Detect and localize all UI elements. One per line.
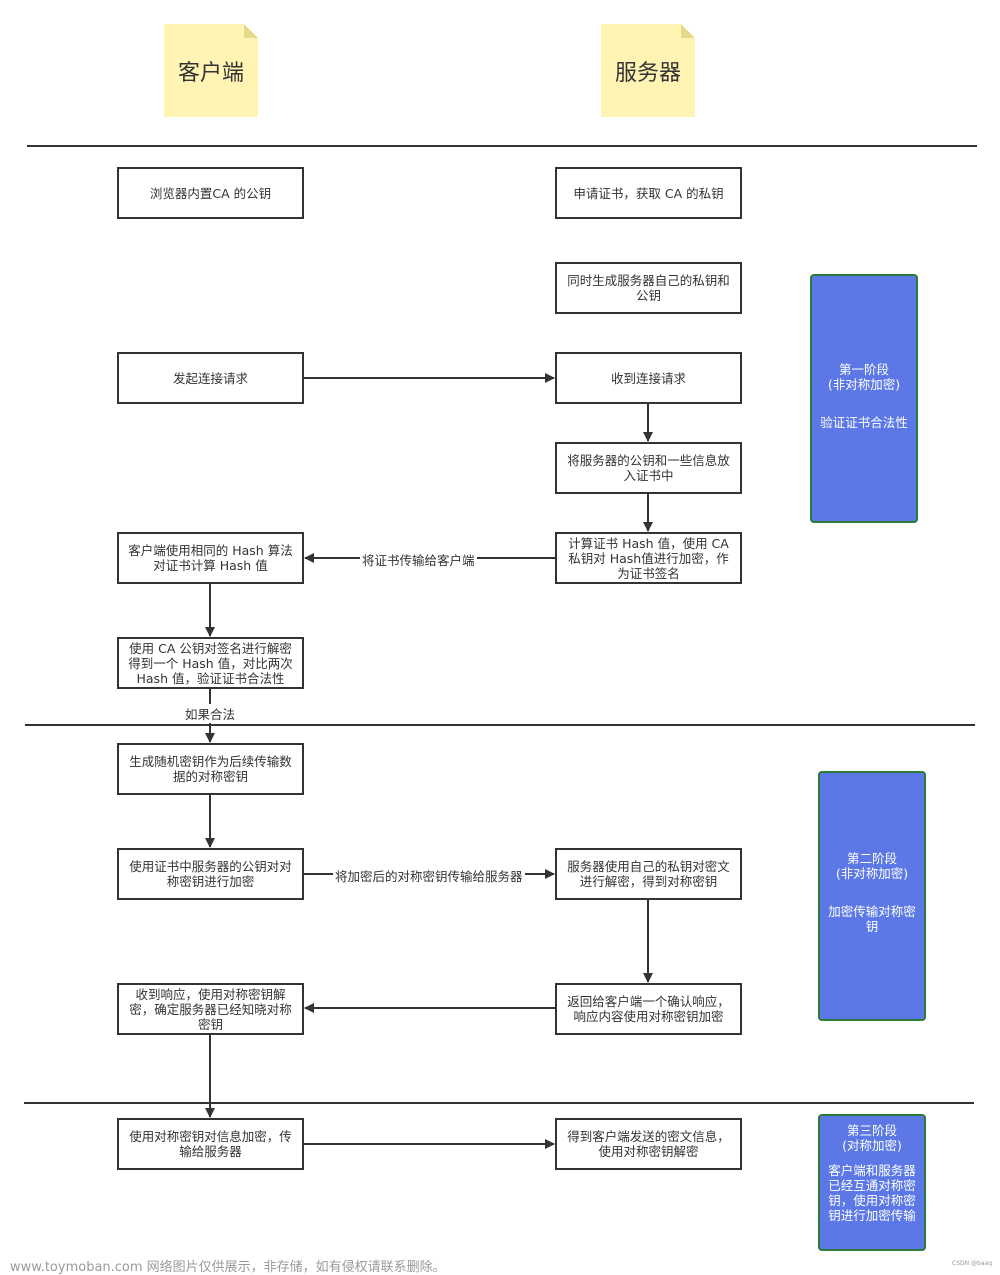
watermark-text: www.toymoban.com 网络图片仅供展示，非存储，如有侵权请联系删除。 bbox=[10, 1260, 446, 1275]
stage-3-title: 第三阶段 (对称加密) bbox=[842, 1123, 902, 1153]
client-step-connect-request: 发起连接请求 bbox=[117, 352, 304, 404]
client-step-receive-response: 收到响应，使用对称密钥解 密，确定服务器已经知晓对称 密钥 bbox=[117, 983, 304, 1035]
client-step-compute-hash: 客户端使用相同的 Hash 算法 对证书计算 Hash 值 bbox=[117, 532, 304, 584]
stage-1-panel: 第一阶段 (非对称加密) 验证证书合法性 bbox=[810, 274, 918, 523]
client-step-verify-cert: 使用 CA 公钥对签名进行解密 得到一个 Hash 值，对比两次 Hash 值，… bbox=[117, 637, 304, 689]
server-step-get-ca-key: 申请证书，获取 CA 的私钥 bbox=[555, 167, 742, 219]
divider-stage3 bbox=[24, 1102, 974, 1104]
client-step-encrypt-key: 使用证书中服务器的公钥对对 称密钥进行加密 bbox=[117, 848, 304, 900]
stage-1-title: 第一阶段 (非对称加密) bbox=[827, 362, 901, 392]
stage-3-desc: 客户端和服务器 已经互通对称密 钥，使用对称密 钥进行加密传输 bbox=[828, 1163, 916, 1223]
client-lane-header: 客户端 bbox=[164, 24, 258, 117]
server-step-generate-keys: 同时生成服务器自己的私钥和 公钥 bbox=[555, 262, 742, 314]
stage-3-panel: 第三阶段 (对称加密) 客户端和服务器 已经互通对称密 钥，使用对称密 钥进行加… bbox=[818, 1114, 926, 1251]
server-step-receive-request: 收到连接请求 bbox=[555, 352, 742, 404]
client-lane-label: 客户端 bbox=[177, 60, 244, 86]
stage-2-panel: 第二阶段 (非对称加密) 加密传输对称密 钥 bbox=[818, 771, 926, 1021]
server-step-send-ack: 返回给客户端一个确认响应， 响应内容使用对称密钥加密 bbox=[555, 983, 742, 1035]
server-step-decrypt-message: 得到客户端发送的密文信息， 使用对称密钥解密 bbox=[555, 1118, 742, 1170]
server-step-put-in-cert: 将服务器的公钥和一些信息放 入证书中 bbox=[555, 442, 742, 494]
edge-label-send-key: 将加密后的对称密钥传输给服务器 bbox=[333, 866, 525, 885]
watermark-small: CSDN @baaq bbox=[952, 1260, 992, 1267]
server-step-decrypt-key: 服务器使用自己的私钥对密文 进行解密，得到对称密钥 bbox=[555, 848, 742, 900]
stage-1-desc: 验证证书合法性 bbox=[820, 415, 908, 430]
client-step-builtin-ca-key: 浏览器内置CA 的公钥 bbox=[117, 167, 304, 219]
edge-label-if-valid: 如果合法 bbox=[183, 704, 238, 723]
client-step-encrypt-message: 使用对称密钥对信息加密，传 输给服务器 bbox=[117, 1118, 304, 1170]
divider-stage2 bbox=[25, 724, 975, 726]
server-step-sign-cert: 计算证书 Hash 值，使用 CA 私钥对 Hash值进行加密，作 为证书签名 bbox=[555, 532, 742, 584]
stage-2-title: 第二阶段 (非对称加密) bbox=[835, 851, 909, 881]
divider-top bbox=[27, 145, 977, 147]
stage-2-desc: 加密传输对称密 钥 bbox=[828, 904, 916, 934]
client-step-generate-key: 生成随机密钥作为后续传输数 据的对称密钥 bbox=[117, 743, 304, 795]
server-lane-label: 服务器 bbox=[614, 60, 681, 86]
server-lane-header: 服务器 bbox=[601, 24, 695, 117]
edge-label-cert-transfer: 将证书传输给客户端 bbox=[360, 550, 477, 569]
